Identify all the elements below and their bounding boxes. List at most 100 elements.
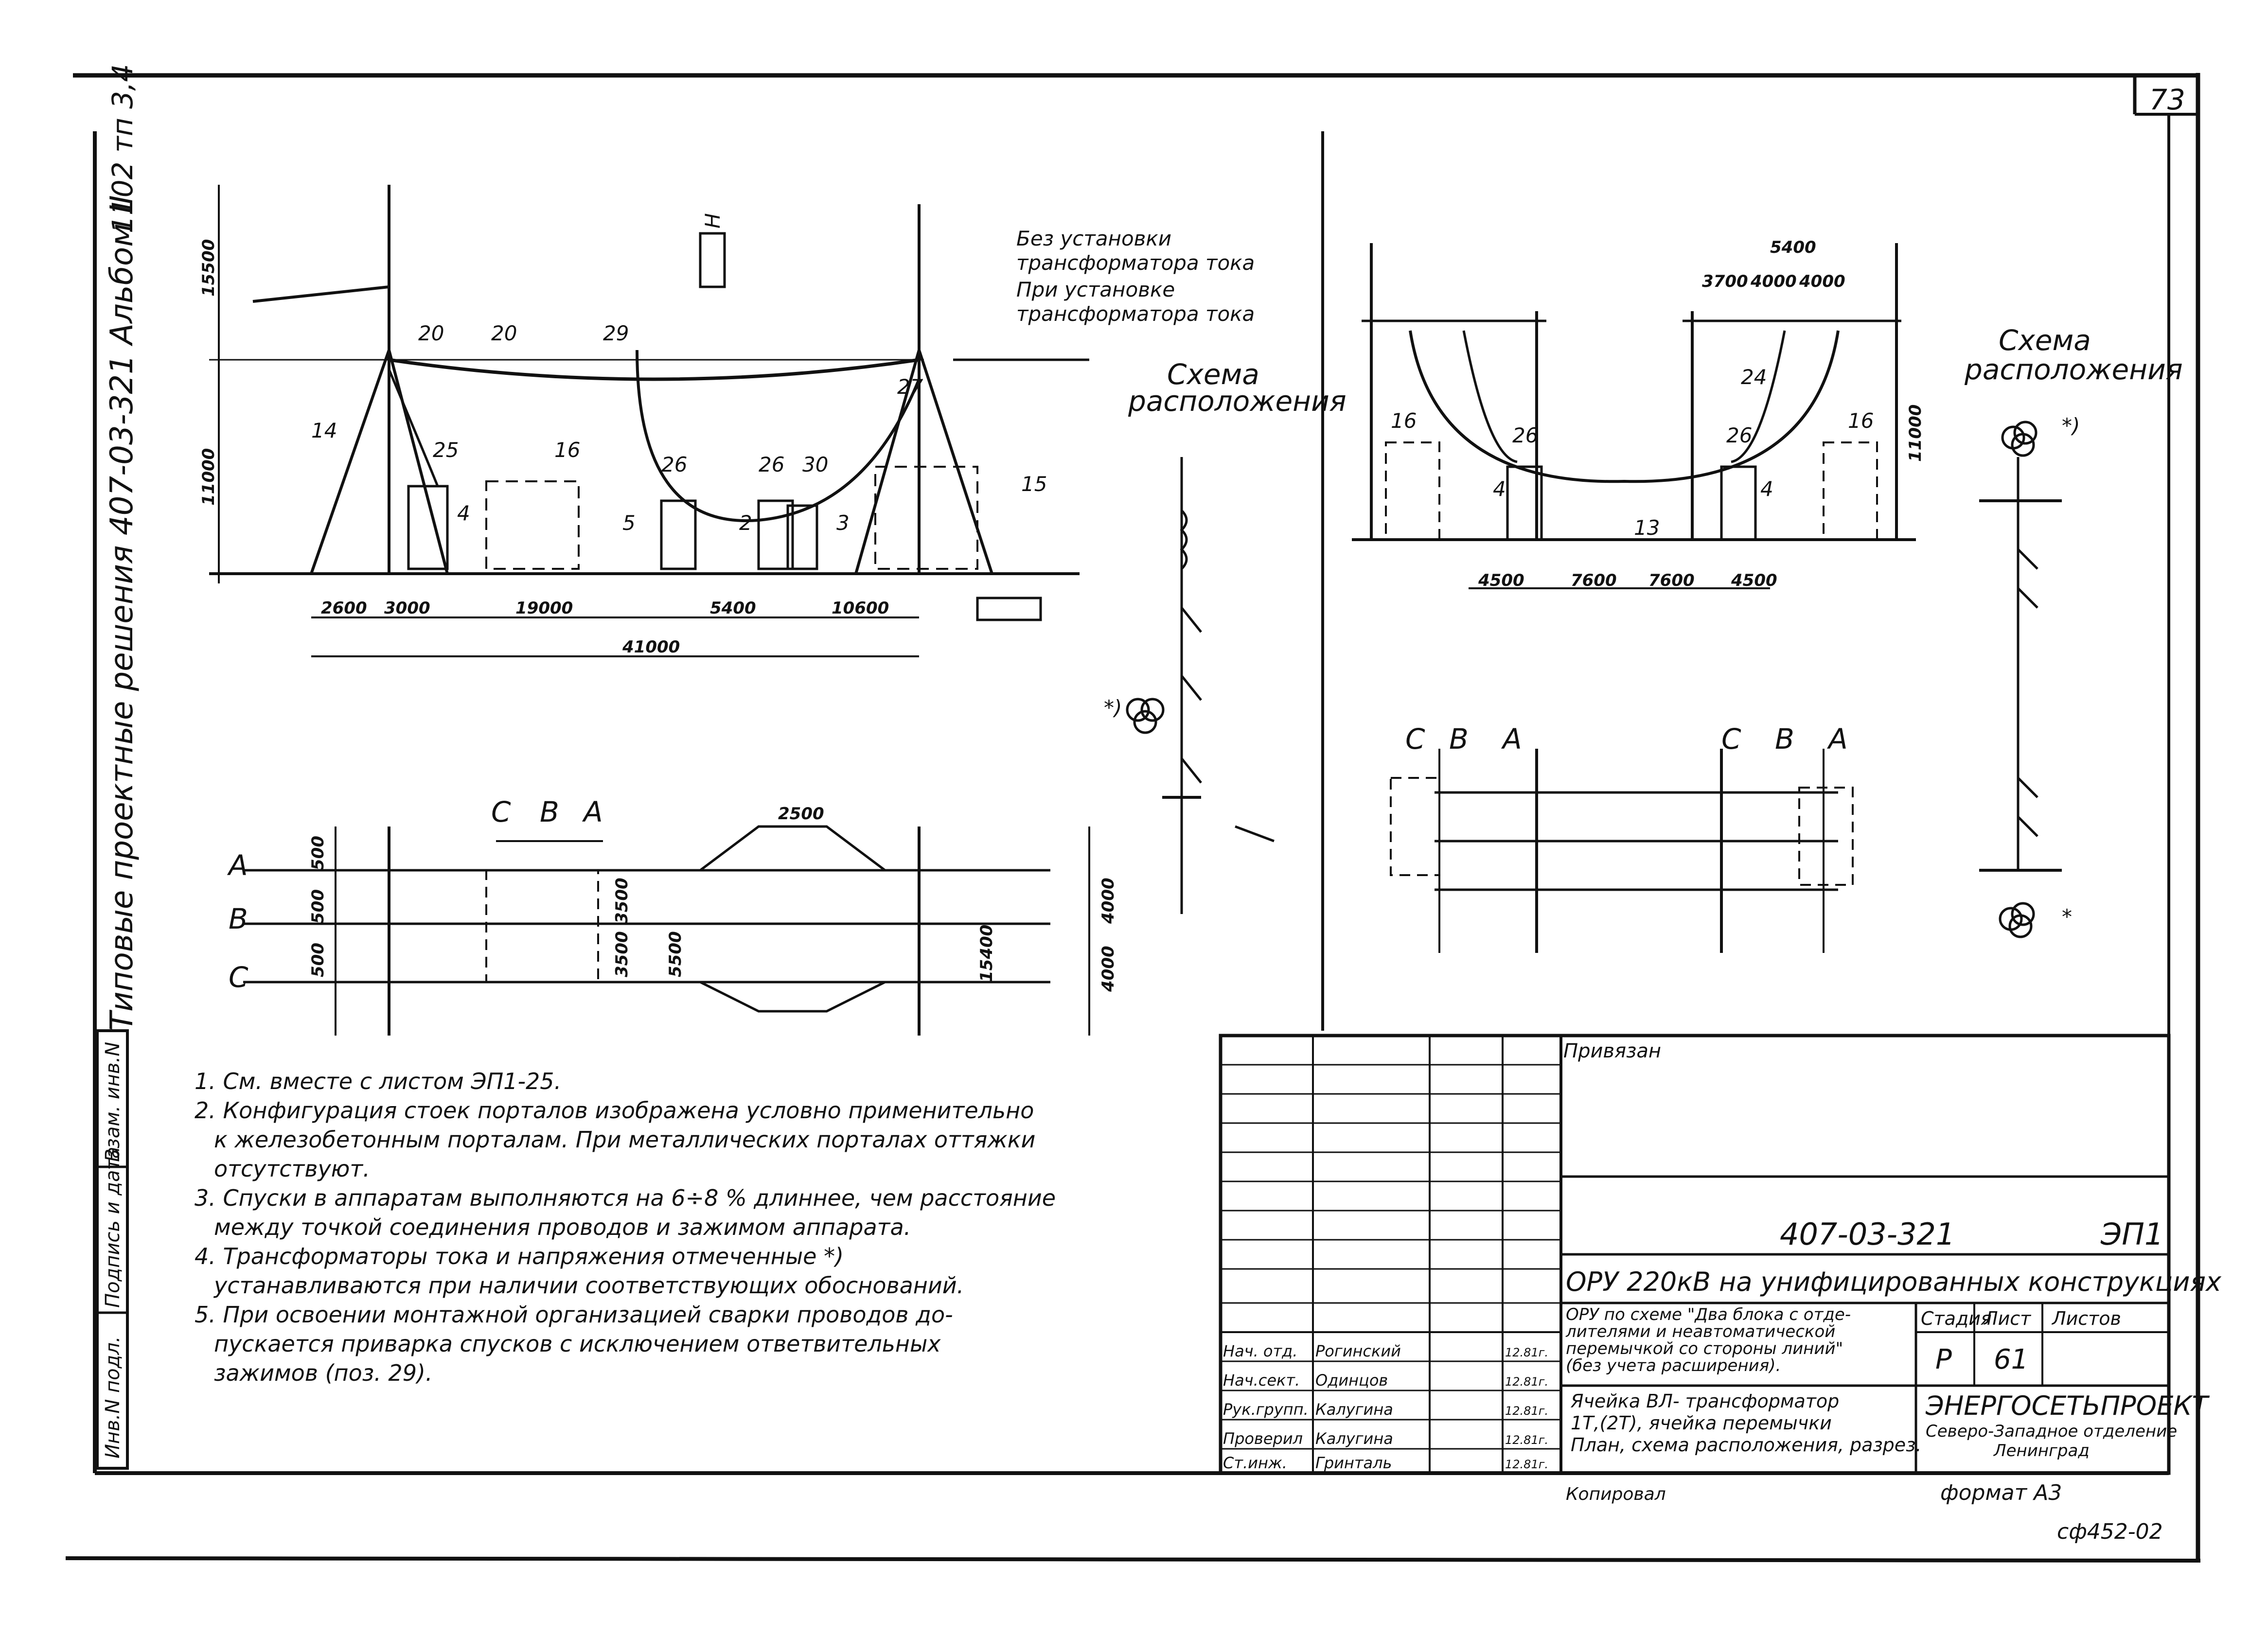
annot-1: Без установки <box>1016 227 1171 250</box>
scheme-mark-bottom: * <box>2062 905 2072 929</box>
vertical-title-block: Типовые проектные решения 407-03-321 Аль… <box>104 64 140 1031</box>
note-line: между точкой соединения проводов и зажим… <box>214 1214 911 1240</box>
annot-2: трансформатора тока <box>1016 251 1255 275</box>
dim-v-main: 11000 <box>199 448 218 506</box>
note-line: 5. При освоении монтажной организацией с… <box>195 1302 953 1328</box>
org-city: Ленинград <box>1993 1441 2090 1460</box>
plan-left <box>243 825 1090 1036</box>
stage-head: Стадия <box>1921 1308 1992 1329</box>
callout: 4 <box>1760 477 1773 501</box>
section-right-text: 5400 3700 4000 4000 11000 16 26 24 26 16… <box>1391 238 1925 590</box>
plan-dim: 5500 <box>666 931 685 977</box>
plan-dim: 4000 <box>1099 946 1118 992</box>
note-line: 1. См. вместе с листом ЭП1-25. <box>195 1068 561 1094</box>
dim-top: 5400 <box>1770 238 1816 257</box>
plan-right-text: С В А С В А <box>1405 722 1848 756</box>
note-line: 3. Спуски в аппаратам выполняются на 6÷8… <box>195 1185 1056 1211</box>
scheme-desc: ОРУ по схеме "Два блока с отде- <box>1566 1305 1851 1324</box>
plan-dim: 4000 <box>1099 878 1118 924</box>
scheme-right <box>1979 421 2062 938</box>
page-number: 73 <box>2149 83 2185 116</box>
dim-h: 7600 <box>1571 571 1617 590</box>
dim-v-top: 15500 <box>199 239 218 297</box>
dim-sub: 3700 <box>1702 272 1748 291</box>
callout: 29 <box>603 321 629 345</box>
format-label: формат А3 <box>1940 1480 2062 1505</box>
sig-role: Рук.групп. <box>1223 1400 1309 1419</box>
sig-name: Рогинский <box>1315 1342 1401 1360</box>
note-line: пускается приварка спусков с исключением… <box>214 1331 941 1357</box>
margin-cell-inv: Инв.N подл. <box>102 1336 124 1459</box>
vertical-code: 1102 тп 3,4 <box>106 64 139 233</box>
scheme-right-text: Схема расположения *) * <box>1964 324 2183 929</box>
margin-cell-sign: Подпись и дата <box>102 1147 124 1308</box>
callout: 25 <box>433 438 459 462</box>
dim-h: 4500 <box>1731 571 1777 590</box>
sig-date: 12.81г. <box>1505 1458 1548 1471</box>
callout: 30 <box>802 453 828 476</box>
phase-label: С <box>229 961 248 994</box>
phase-label: В <box>229 902 248 935</box>
dim-h: 2600 <box>321 598 367 618</box>
sheet-frame <box>65 73 2201 1563</box>
phase-top: А <box>582 795 603 828</box>
scheme-left-text: Схема расположения *) <box>1104 358 1347 720</box>
plan-dim: 2500 <box>778 804 824 824</box>
plan-dim: 3500 <box>612 931 632 977</box>
phase-top: А <box>1826 722 1848 756</box>
sig-date: 12.81г. <box>1505 1404 1548 1418</box>
note-line: зажимов (поз. 29). <box>214 1360 433 1386</box>
sig-name: Калугина <box>1315 1400 1393 1419</box>
phase-top: В <box>540 795 559 828</box>
scheme-desc: (без учета расширения). <box>1566 1356 1781 1375</box>
title-block <box>1219 1034 2171 1475</box>
callout: 15 <box>1021 472 1047 496</box>
note-line: устанавливаются при наличии соответствую… <box>213 1272 964 1299</box>
scan-code: сф452-02 <box>2057 1519 2163 1544</box>
dim-sub: 4000 <box>1750 272 1797 291</box>
org-name: ЭНЕРГОСЕТЬПРОЕКТ <box>1925 1390 2210 1421</box>
dim-h: 4500 <box>1478 571 1524 590</box>
sig-date: 12.81г. <box>1505 1433 1548 1447</box>
plan-dim: 3500 <box>612 878 632 924</box>
mark-h: H <box>701 213 725 229</box>
note-line: 4. Трансформаторы тока и напряжения отме… <box>195 1243 844 1269</box>
doc-code: 407-03-321 <box>1780 1216 1955 1252</box>
left-margin-table: Инв.N подл. Подпись и дата Взам. инв.N <box>96 1029 129 1470</box>
phase-top: С <box>1405 722 1425 756</box>
note-line: отсутствуют. <box>214 1156 370 1182</box>
dim-h: 3000 <box>384 598 430 618</box>
dim-h: 10600 <box>832 598 889 618</box>
dim-sub: 4000 <box>1799 272 1845 291</box>
sig-date: 12.81г. <box>1505 1375 1548 1389</box>
callout: 4 <box>1493 477 1506 501</box>
notes: 1. См. вместе с листом ЭП1-25. 2. Конфиг… <box>195 1068 1056 1386</box>
project-title: ОРУ 220кВ на унифицированных конструкция… <box>1566 1267 2222 1297</box>
callout: 16 <box>1391 409 1417 433</box>
phase-top: В <box>1449 722 1469 756</box>
plan-left-text: А В С С В А 500 500 500 3500 3500 5500 2… <box>227 795 1118 994</box>
sheets-head: Листов <box>2051 1308 2121 1329</box>
scheme-mark-top: *) <box>2062 414 2080 438</box>
title-block-text: Привязан 407-03-321 ЭП1 ОРУ 220кВ на уни… <box>1223 1040 2222 1544</box>
scheme-title-2: расположения <box>1128 385 1347 418</box>
phase-label: А <box>227 849 248 882</box>
callout: 20 <box>418 321 444 345</box>
stage-value: Р <box>1935 1344 1952 1375</box>
sheet-value: 61 <box>1994 1344 2028 1375</box>
callout: 26 <box>661 453 687 476</box>
dim-h: 7600 <box>1648 571 1695 590</box>
vertical-title: Типовые проектные решения 407-03-321 Аль… <box>104 195 140 1031</box>
drawing-desc: Ячейка ВЛ- трансформатор <box>1570 1390 1839 1412</box>
dim-h: 5400 <box>710 598 756 618</box>
note-line: к железобетонным порталам. При металличе… <box>214 1126 1035 1153</box>
annot-3: При установке <box>1016 278 1175 301</box>
section-left-text: 14 20 20 29 27 16 15 25 26 26 30 4 5 2 3… <box>199 213 1255 657</box>
scheme-title-1: Схема <box>1999 324 2091 357</box>
callout: 14 <box>311 419 337 442</box>
sheet-code: ЭП1 <box>2100 1216 2163 1252</box>
plan-dim: 500 <box>308 943 328 977</box>
scheme-mark: *) <box>1104 696 1122 720</box>
scheme-left <box>1126 457 1275 914</box>
phase-top: С <box>1721 722 1741 756</box>
